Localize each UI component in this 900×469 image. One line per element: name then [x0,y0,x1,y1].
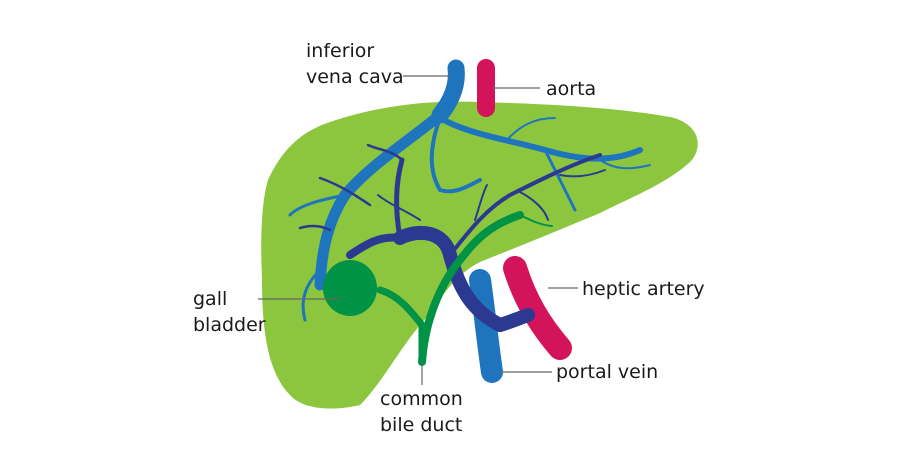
portal-vein-vessel [469,269,503,383]
label-common-bile-duct-line2: bile duct [380,414,463,436]
label-gall-bladder: gall bladder [193,286,266,338]
label-gall-bladder-line2: bladder [193,314,266,336]
label-aorta: aorta [546,78,597,100]
leader-lines [258,75,578,385]
label-common-bile-duct-line1: common [380,388,463,410]
label-inferior-vena-cava-line2: vena cava [306,66,404,88]
label-gall-bladder-line1: gall [193,288,228,310]
label-hepatic-artery: heptic artery [582,278,705,300]
hepatic-vein-branches [288,109,651,322]
hepatic-artery-vessel [503,256,572,360]
gall-bladder-and-bile-ducts [376,211,553,366]
gall-bladder [323,260,377,316]
label-portal-vein: portal vein [556,361,659,383]
label-inferior-vena-cava: inferior vena cava [306,38,404,90]
liver-shape [261,101,698,409]
portal-vein-branches [298,143,606,332]
label-common-bile-duct: common bile duct [380,386,463,438]
vena-cava-vessel [431,59,465,124]
label-inferior-vena-cava-line1: inferior [306,40,375,62]
